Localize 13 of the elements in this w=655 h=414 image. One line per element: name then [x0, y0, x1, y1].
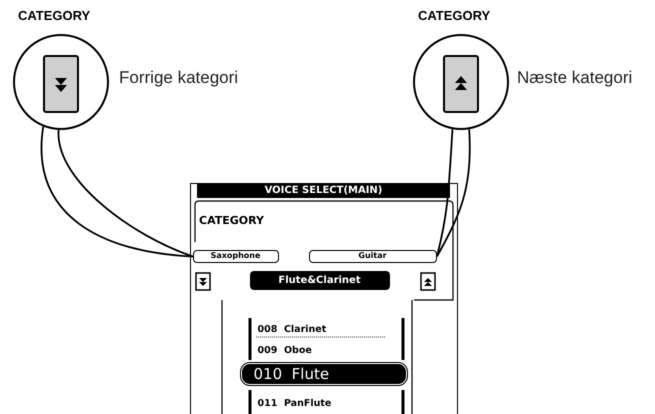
category-heading: CATEGORY [18, 8, 90, 24]
callout-text: Forrige kategori [119, 68, 238, 88]
category-name: Guitar [308, 250, 436, 262]
voice-list-item: 011 PanFlute [258, 398, 332, 410]
category-heading: CATEGORY [418, 8, 490, 24]
category-heading: CATEGORY [199, 214, 264, 227]
voice-list-item: 008 Clarinet [258, 324, 326, 336]
category-band: Flute&Clarinet [250, 270, 390, 290]
callout-text: Næste kategori [517, 68, 632, 88]
category-name: Saxophone [192, 250, 278, 262]
voice-list-item: 009 Oboe [258, 344, 312, 356]
screen-title: VOICE SELECT(MAIN) [197, 184, 450, 198]
selected-voice: 010 Flute [242, 364, 406, 384]
